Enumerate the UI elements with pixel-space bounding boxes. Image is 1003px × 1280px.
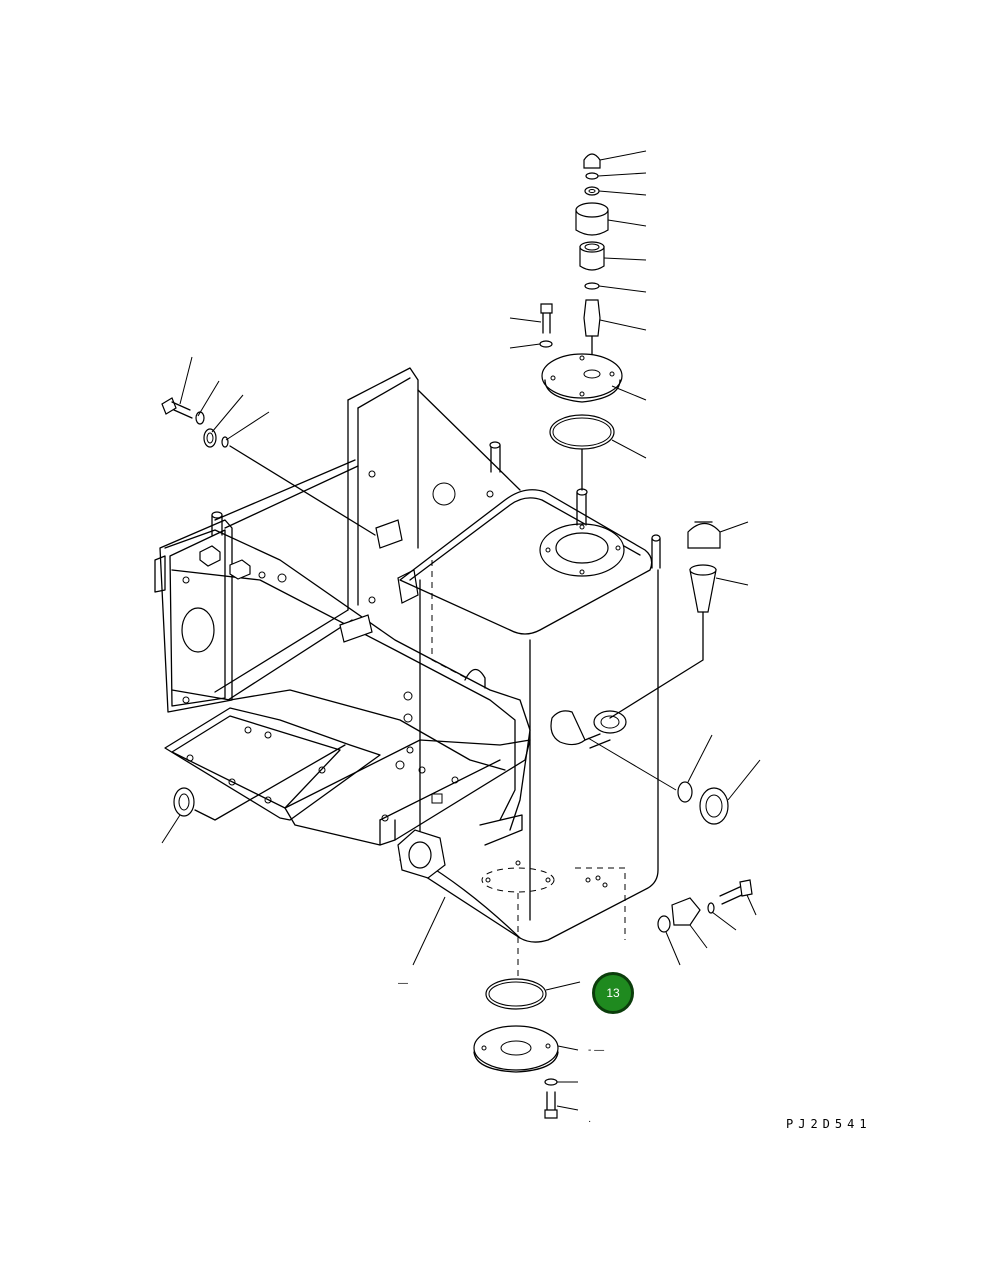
stray-mark: — <box>398 978 408 989</box>
right-parts <box>173 521 753 933</box>
drawing-code: PJ2D541 <box>786 1117 872 1131</box>
stray-mark: - — <box>588 1045 605 1056</box>
top-filter-stack <box>539 153 623 491</box>
stray-mark: · <box>588 1116 592 1127</box>
leader-lines <box>161 150 761 1111</box>
hydraulic-tank <box>397 488 661 980</box>
bottom-stack <box>473 978 559 1119</box>
left-bolt-group <box>161 397 376 536</box>
callout-13[interactable]: 13 <box>592 972 634 1014</box>
